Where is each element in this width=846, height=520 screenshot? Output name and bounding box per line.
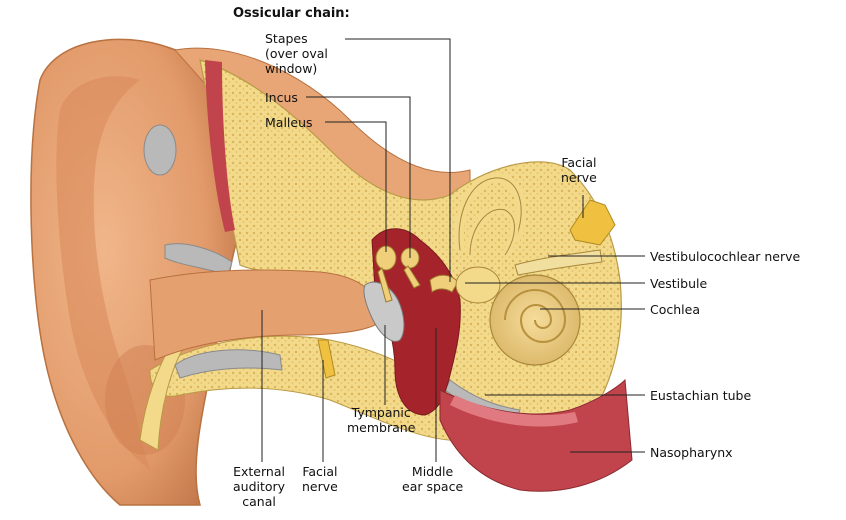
vestibule-shape: [456, 267, 500, 303]
vestibule-label: Vestibule: [650, 276, 707, 291]
middle-ear-space-label: Middle ear space: [402, 464, 463, 494]
external-line1: External: [233, 464, 285, 479]
facial-nerve-top-label: Facial nerve: [561, 155, 597, 185]
ossicular-chain-header: Ossicular chain:: [233, 6, 350, 21]
facial-nerve-bottom-label: Facial nerve: [302, 464, 338, 494]
tympanic-line2: membrane: [347, 420, 415, 435]
stapes-label-line1: Stapes: [265, 31, 328, 46]
incus-label: Incus: [265, 90, 298, 105]
stapes-label-line2: (over oval: [265, 46, 328, 61]
external-auditory-canal-label: External auditory canal: [233, 464, 285, 509]
vestibulocochlear-nerve-label: Vestibulocochlear nerve: [650, 249, 800, 264]
facial-nerve-bottom-line2: nerve: [302, 479, 338, 494]
eustachian-tube-label: Eustachian tube: [650, 388, 751, 403]
middle-ear-line1: Middle: [402, 464, 463, 479]
stapes-label: Stapes (over oval window): [265, 31, 328, 76]
facial-nerve-top-line2: nerve: [561, 170, 597, 185]
nasopharynx-label: Nasopharynx: [650, 445, 733, 460]
facial-nerve-bottom-line1: Facial: [302, 464, 338, 479]
malleus-label: Malleus: [265, 115, 313, 130]
external-line2: auditory: [233, 479, 285, 494]
facial-nerve-top-line1: Facial: [561, 155, 597, 170]
middle-ear-line2: ear space: [402, 479, 463, 494]
stapes-label-line3: window): [265, 61, 328, 76]
cochlea-label: Cochlea: [650, 302, 700, 317]
tympanic-line1: Tympanic: [347, 405, 415, 420]
cochlea-shape: [490, 275, 580, 365]
tympanic-membrane-label: Tympanic membrane: [347, 405, 415, 435]
external-line3: canal: [233, 494, 285, 509]
